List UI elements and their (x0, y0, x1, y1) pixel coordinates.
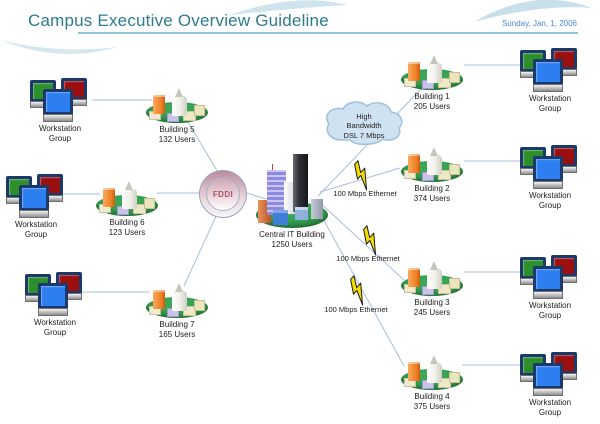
campus-building-icon (400, 144, 464, 182)
lightning-bolt-icon (350, 275, 364, 306)
lightning-bolt-icon (363, 225, 377, 256)
building-node[interactable]: Building 3 245 Users (387, 258, 477, 319)
workstation-group-icon (28, 78, 92, 122)
header-swoosh-decoration (0, 0, 592, 55)
workstation-group-node[interactable]: Workstation Group (505, 145, 595, 212)
link-label-ethernet: 100 Mbps Ethernet (324, 305, 388, 314)
node-label: Building 3 245 Users (413, 298, 451, 318)
node-label: Central IT Building 1250 Users (259, 230, 325, 250)
node-label: Building 1 205 Users (413, 92, 451, 112)
campus-building-icon (95, 178, 159, 216)
building-node[interactable]: Building 2 374 Users (387, 144, 477, 205)
node-label: Building 5 132 Users (158, 125, 196, 145)
workstation-group-node[interactable]: Workstation Group (10, 272, 100, 339)
node-label: Workstation Group (528, 191, 572, 211)
node-label: Building 7 165 Users (158, 320, 196, 340)
header-date: Sunday, Jan, 1, 2006 (501, 19, 577, 28)
fddi-label: FDDI (206, 177, 240, 211)
node-label: Workstation Group (528, 94, 572, 114)
workstation-group-icon (4, 174, 68, 218)
fddi-ring-node[interactable]: FDDI (199, 170, 247, 218)
link-central-b3 (317, 200, 405, 281)
node-label: Workstation Group (38, 124, 82, 144)
lightning-bolt-icon (354, 160, 368, 191)
workstation-group-node[interactable]: Workstation Group (505, 48, 595, 115)
node-label: Building 2 374 Users (413, 184, 451, 204)
link-central-b2 (319, 167, 401, 193)
node-label: Building 6 123 Users (108, 218, 146, 238)
workstation-group-icon (518, 352, 582, 396)
cloud-icon (325, 101, 403, 146)
campus-building-icon (400, 258, 464, 296)
building-node[interactable]: Building 6 123 Users (82, 178, 172, 239)
dsl-cloud-node[interactable]: High Bandwidth DSL 7 Mbps (322, 98, 406, 150)
city-skyline-icon (251, 152, 333, 228)
workstation-group-icon (518, 145, 582, 189)
node-label: Workstation Group (528, 398, 572, 418)
workstation-group-icon (23, 272, 87, 316)
workstation-group-node[interactable]: Workstation Group (505, 255, 595, 322)
campus-building-icon (400, 352, 464, 390)
link-b7-fddi (183, 213, 218, 287)
workstation-group-node[interactable]: Workstation Group (505, 352, 595, 419)
building-node[interactable]: Building 1 205 Users (387, 52, 477, 113)
link-label-ethernet: 100 Mbps Ethernet (333, 189, 397, 198)
campus-building-icon (400, 52, 464, 90)
central-it-building-node[interactable]: Central IT Building 1250 Users (247, 152, 337, 251)
node-label: Workstation Group (528, 301, 572, 321)
header-divider (78, 32, 578, 34)
building-node[interactable]: Building 5 132 Users (132, 85, 222, 146)
link-b5-fddi (181, 111, 220, 175)
building-node[interactable]: Building 4 375 Users (387, 352, 477, 413)
workstation-group-node[interactable]: Workstation Group (15, 78, 105, 145)
page-title: Campus Executive Overview Guideline (28, 11, 329, 30)
workstation-group-icon (518, 48, 582, 92)
workstation-group-icon (518, 255, 582, 299)
node-label: Building 4 375 Users (413, 392, 451, 412)
campus-building-icon (145, 85, 209, 123)
node-label: Workstation Group (33, 318, 77, 338)
campus-building-icon (145, 280, 209, 318)
link-fddi-central (243, 191, 267, 200)
workstation-group-node[interactable]: Workstation Group (0, 174, 81, 241)
node-label: Workstation Group (14, 220, 58, 240)
cloud-label: High Bandwidth DSL 7 Mbps (343, 111, 385, 140)
link-label-ethernet: 100 Mbps Ethernet (336, 254, 400, 263)
building-node[interactable]: Building 7 165 Users (132, 280, 222, 341)
